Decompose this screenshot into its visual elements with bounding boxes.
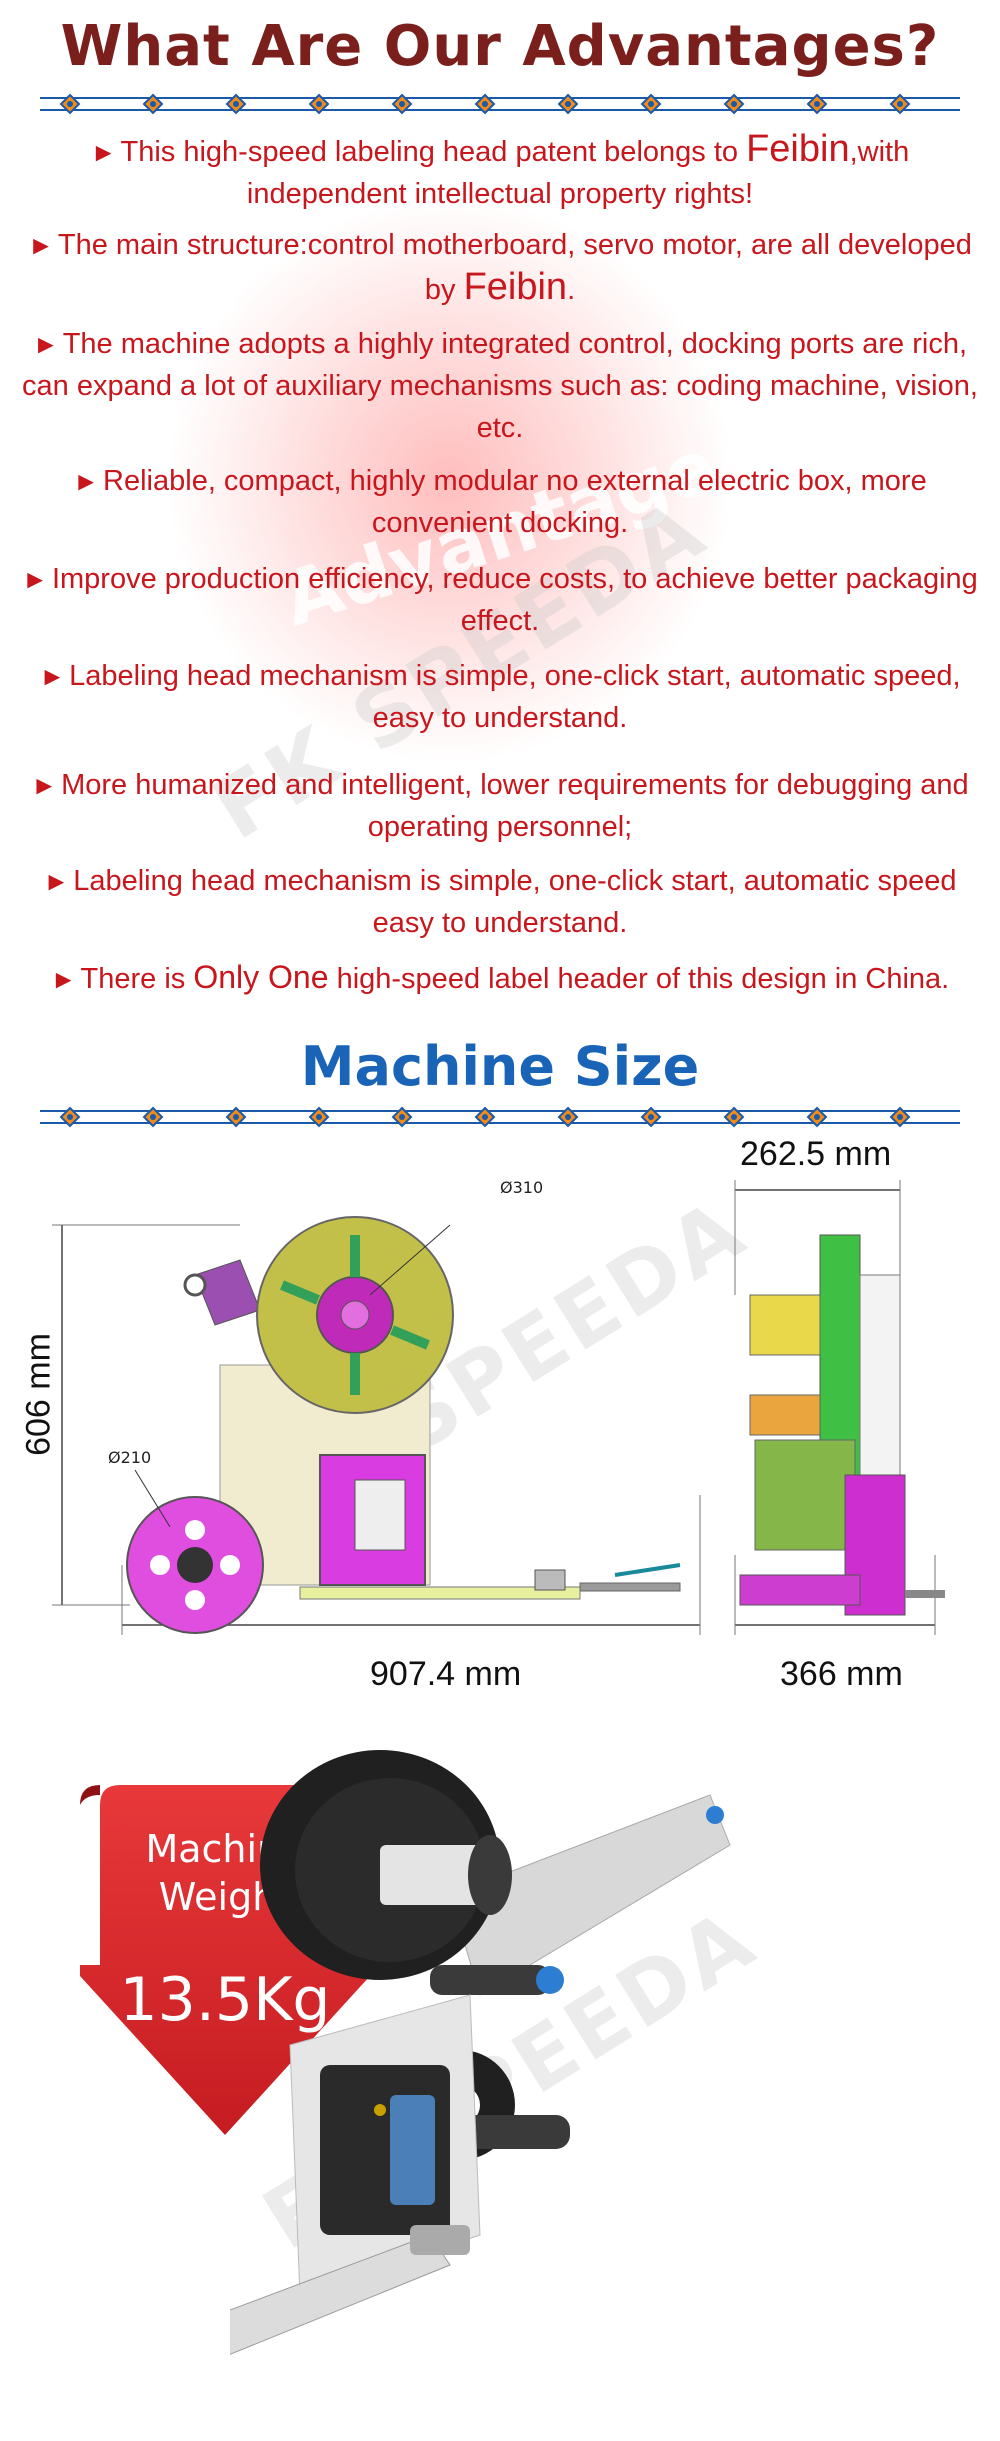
side-width-label: 366 mm	[780, 1655, 903, 1693]
bullet-arrow-icon: ►	[50, 964, 77, 994]
divider-dot-icon	[316, 101, 322, 107]
divider-dot-icon	[233, 1114, 239, 1120]
divider-dot-icon	[897, 1114, 903, 1120]
divider-dot-icon	[814, 1114, 820, 1120]
bullet-arrow-icon: ►	[39, 661, 66, 691]
divider-dot-icon	[565, 101, 571, 107]
divider-dot-icon	[482, 101, 488, 107]
divider-dot-icon	[150, 1114, 156, 1120]
bullet-arrow-icon: ►	[32, 329, 59, 359]
divider-dot-icon	[731, 101, 737, 107]
advantage-item: ►This high-speed labeling head patent be…	[90, 128, 910, 210]
divider-dot-icon	[565, 1114, 571, 1120]
divider-dot-icon	[648, 101, 654, 107]
machine-size-title: Machine Size	[300, 1035, 700, 1098]
advantage-item: ►Improve production efficiency, reduce c…	[22, 563, 978, 637]
divider-dot-icon	[399, 1114, 405, 1120]
divider-dot-icon	[67, 101, 73, 107]
advantage-item: ►Reliable, compact, highly modular no ex…	[73, 465, 927, 539]
brand-name: Feibin	[746, 128, 850, 170]
weight-value: 13.5Kg	[119, 1965, 331, 2035]
advantage-watermark-circle	[170, 200, 730, 760]
advantage-item: ►The machine adopts a highly integrated …	[22, 328, 978, 444]
divider-dot-icon	[482, 1114, 488, 1120]
bullet-arrow-icon: ►	[73, 466, 100, 496]
advantage-item: ►The main structure:control motherboard,…	[28, 229, 972, 308]
divider-dot-icon	[67, 1114, 73, 1120]
side-top-width-label: 262.5 mm	[740, 1135, 892, 1173]
height-label: 606 mm	[19, 1333, 58, 1456]
bullet-arrow-icon: ►	[90, 137, 117, 167]
divider-dot-icon	[233, 101, 239, 107]
bullet-arrow-icon: ►	[31, 770, 58, 800]
roll-diameter-label: Ø210	[108, 1448, 151, 1467]
divider-dot-icon	[897, 101, 903, 107]
divider-dot-icon	[316, 1114, 322, 1120]
technical-drawing: Ø310 Ø210	[52, 1178, 945, 1635]
width-label: 907.4 mm	[370, 1655, 522, 1693]
advantages-title: What Are Our Advantages?	[60, 14, 940, 79]
divider-dot-icon	[731, 1114, 737, 1120]
divider-dot-icon	[399, 101, 405, 107]
divider-dot-icon	[150, 101, 156, 107]
labeling-machine-photo	[230, 1750, 731, 2355]
advantage-item: ►More humanized and intelligent, lower r…	[31, 769, 969, 843]
decorative-divider	[40, 93, 960, 115]
bullet-arrow-icon: ►	[22, 564, 48, 594]
advantage-item: ►There is Only One high-speed label head…	[50, 959, 950, 995]
bullet-arrow-icon: ►	[43, 866, 70, 896]
brand-name: Feibin	[463, 266, 568, 308]
highlight-text: Only One	[193, 959, 329, 995]
roll-diameter-label: Ø310	[500, 1178, 543, 1197]
bullet-arrow-icon: ►	[28, 230, 54, 260]
divider-dot-icon	[648, 1114, 654, 1120]
decorative-divider	[40, 1106, 960, 1128]
advantage-item: ►Labeling head mechanism is simple, one-…	[39, 660, 961, 734]
machine-dimension-drawing: Ø310 Ø210 262.5 mm 606 mm 907.4 mm 366 m…	[0, 1135, 1000, 1695]
divider-dot-icon	[814, 101, 820, 107]
advantage-item: ►Labeling head mechanism is simple, one-…	[43, 865, 957, 939]
